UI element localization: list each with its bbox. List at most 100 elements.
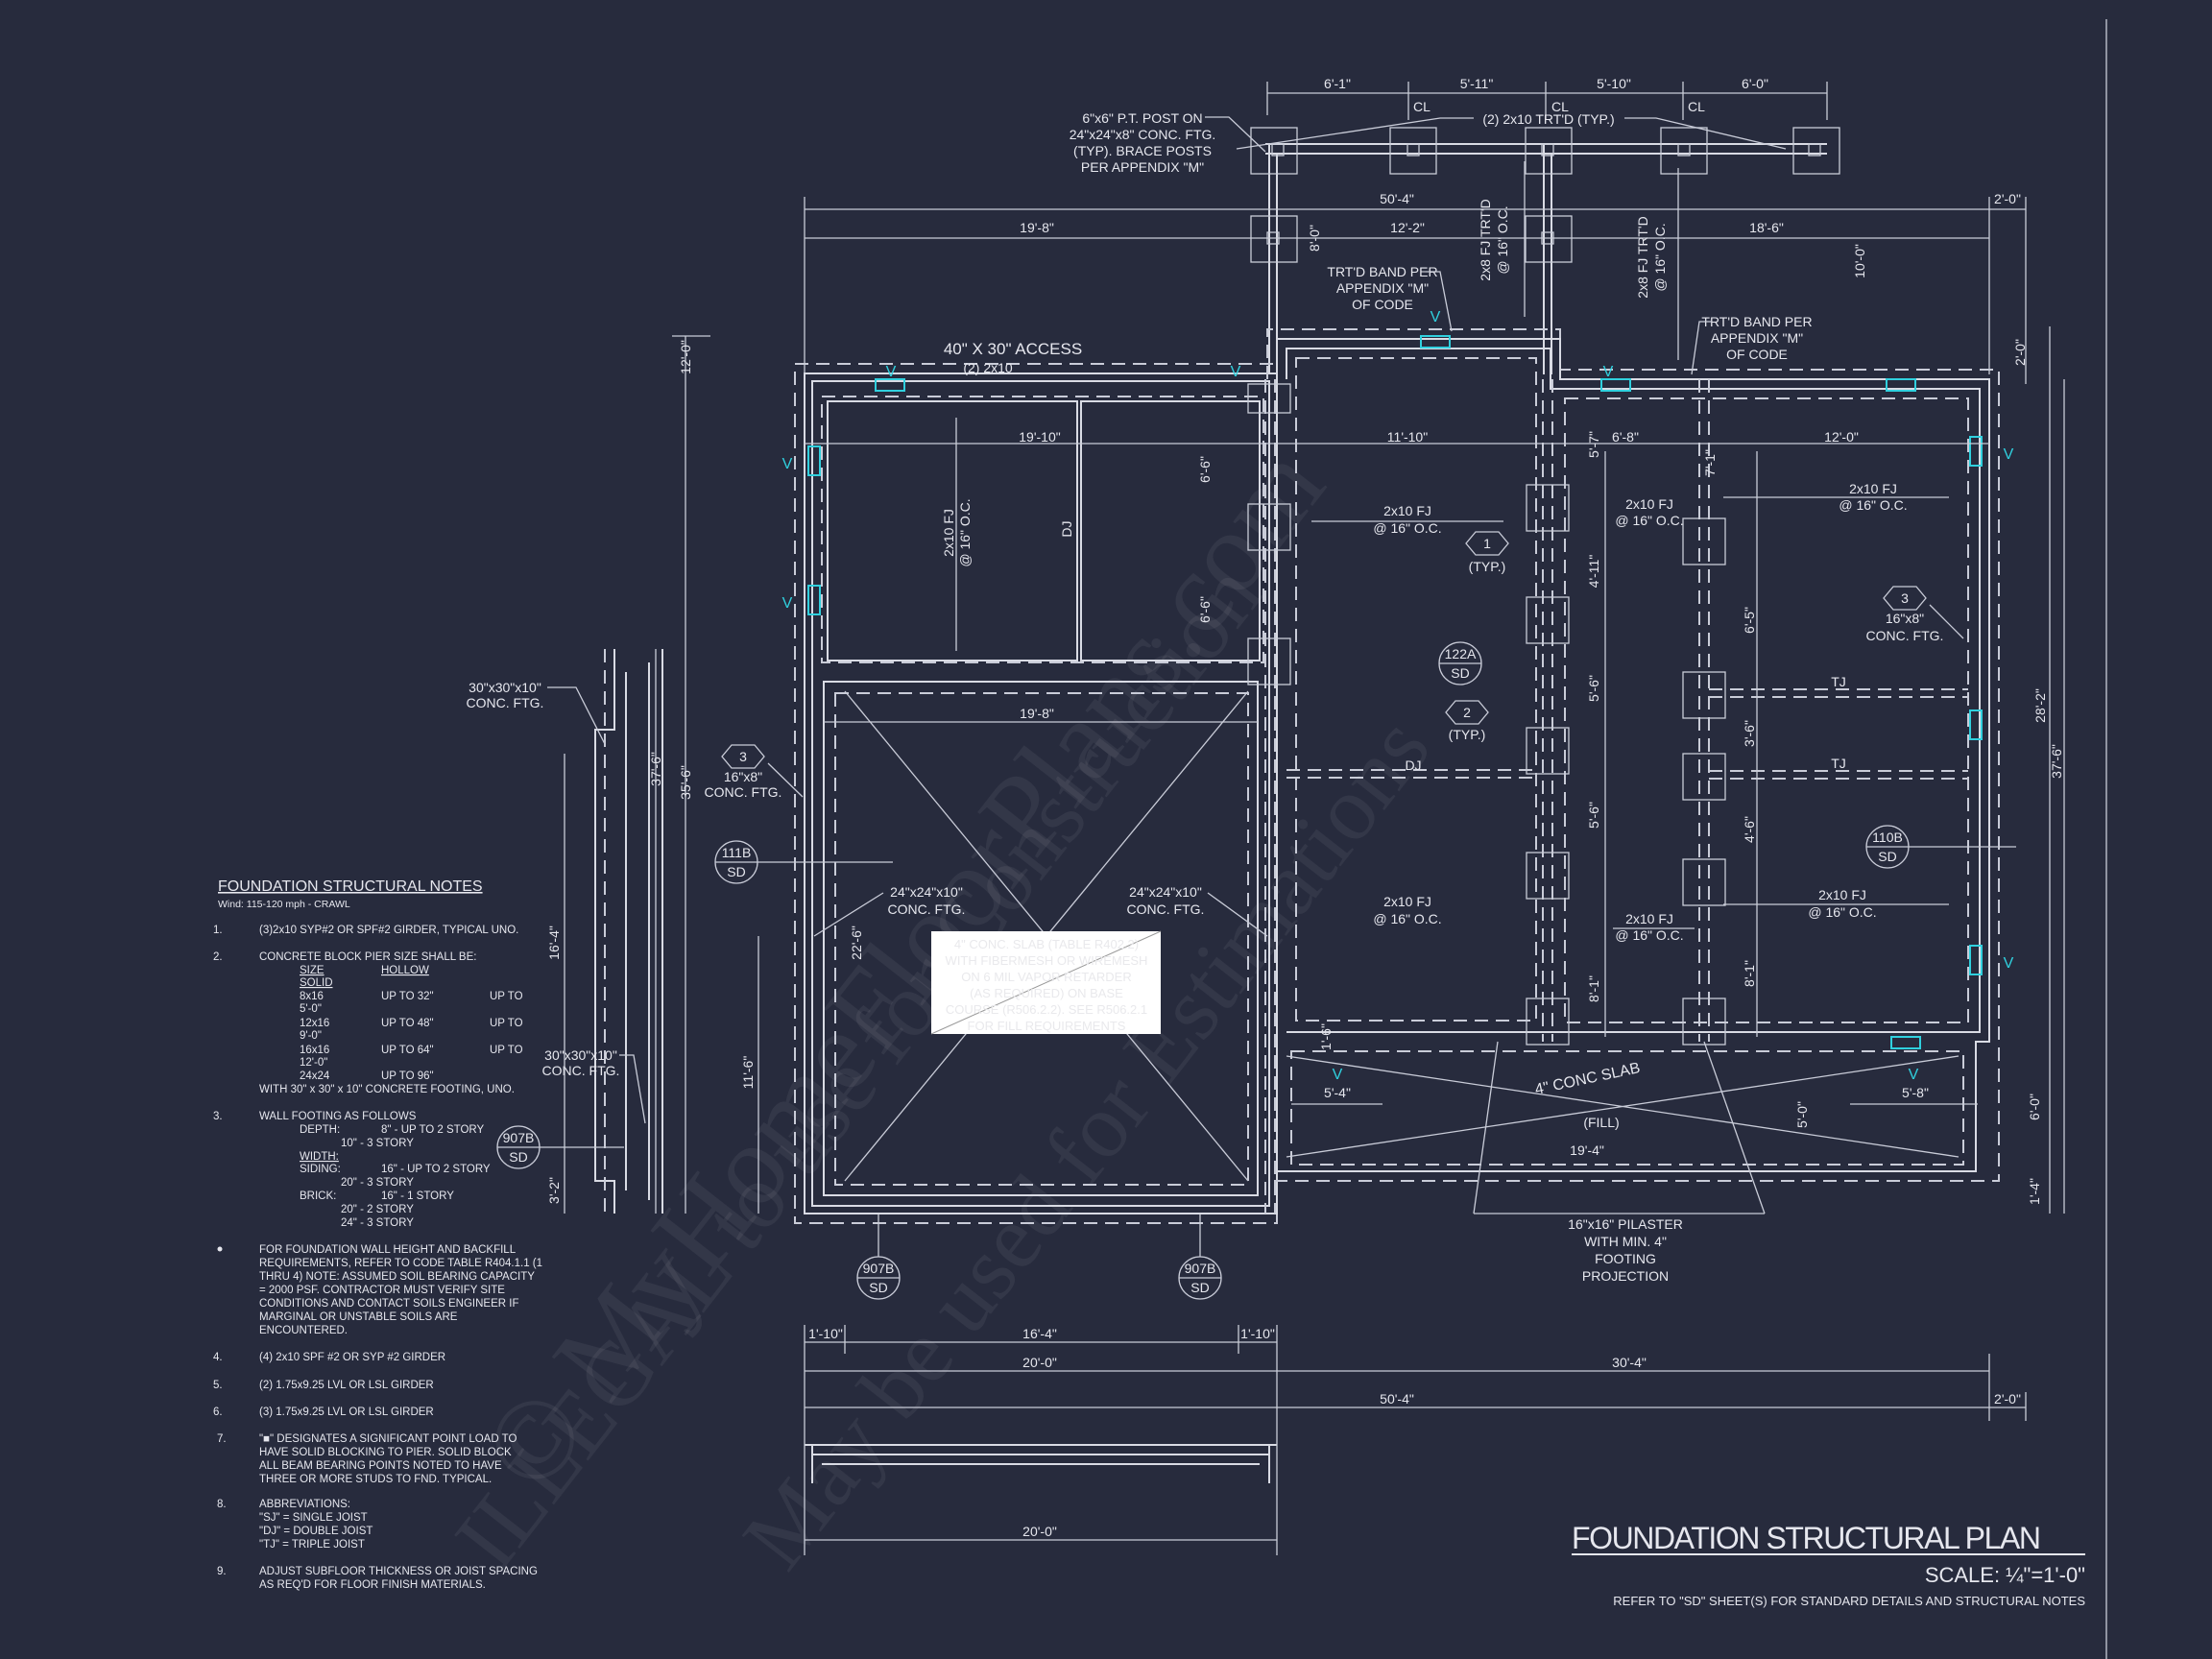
label-dims-top_ext: 2'-0" <box>1994 191 2021 206</box>
label-notes-item8-text: ABBREVIATIONS: <box>259 1499 350 1510</box>
label-notes-item3-brick3: 24" - 3 STORY <box>341 1217 414 1229</box>
label-callouts-typ: (TYP.) <box>1469 559 1506 574</box>
label-callouts-tj: TJ <box>1831 756 1846 771</box>
label-dims-v_4_6: 4'-6" <box>1742 816 1757 843</box>
label-callouts-band-0: TRT'D BAND PER <box>1701 314 1812 329</box>
label-callouts-vent: V <box>782 595 793 612</box>
label-notes-item2-rows-2-size: 16x16 <box>300 1045 329 1056</box>
label-callouts-conc_16-0: 16"x8" <box>1886 611 1924 626</box>
label-notes-item3-width_label: WIDTH: <box>300 1151 339 1163</box>
label-callouts-band-2: OF CODE <box>1726 347 1788 362</box>
label-tags-hex3: 3 <box>739 749 747 764</box>
label-callouts-vent: V <box>2004 446 2014 463</box>
label-dims-slab_mid: 19'-4" <box>1570 1142 1604 1158</box>
label-tags-hex2: 2 <box>1463 705 1471 720</box>
label-dims-overall_top: 50'-4" <box>1380 191 1414 206</box>
label-notes-item1-text: (3)2x10 SYP#2 OR SPF#2 GIRDER, TYPICAL U… <box>259 925 518 936</box>
label-callouts-vent: V <box>2004 955 2014 972</box>
label-dims-porch-2: 5'-10" <box>1597 76 1631 91</box>
label-callouts-fj-0: 2x10 FJ <box>941 509 956 557</box>
label-notes-subtitle: Wind: 115-120 mph - CRAWL <box>218 899 350 910</box>
label-callouts-conc_30-1: CONC. FTG. <box>542 1063 620 1078</box>
label-notes-backfill-3: = 2000 PSF. CONTRACTOR MUST VERIFY SITE <box>259 1285 505 1296</box>
label-callouts-vent: V <box>1333 1067 1343 1083</box>
detail-marker: 907B SD <box>856 1214 901 1300</box>
label-notes-backfill-5: MARGINAL OR UNSTABLE SOILS ARE <box>259 1311 458 1323</box>
label-dims-v_8_1b: 8'-1" <box>1742 960 1757 987</box>
label-dims-v_6_6b: 6'-6" <box>1197 596 1213 623</box>
label-callouts-vent: V <box>1909 1067 1919 1083</box>
label-detail_markers-1-id: 110B <box>1872 830 1903 845</box>
drawing-title: FOUNDATION STRUCTURAL PLAN <box>1572 1521 2042 1555</box>
label-notes-item2-rows-0-hollow: UP TO 32" <box>381 991 434 1002</box>
label-callouts-band-1: APPENDIX "M" <box>1336 280 1429 296</box>
label-callouts-conc_24-0: 24"x24"x10" <box>890 884 963 900</box>
slab-labels: 1'-6" 5'-4" 4" CONC SLAB (FILL) 19'-4" 5… <box>1291 1023 1978 1284</box>
label-dims-bot_overall: 50'-4" <box>1380 1391 1414 1407</box>
label-notes-item7-lines-0: "■" DESIGNATES A SIGNIFICANT POINT LOAD … <box>259 1433 517 1445</box>
label-notes-item2-rows-3-size: 24x24 <box>300 1070 330 1082</box>
label-detail_markers-5-sheet: SD <box>1190 1280 1209 1295</box>
label-callouts-slab_note-4: COURSE (R506.2.2). SEE R506.2.1 <box>946 1002 1147 1017</box>
label-dims-slab_left: 5'-4" <box>1324 1085 1351 1100</box>
label-callouts-conc_24-1: CONC. FTG. <box>888 902 966 917</box>
label-callouts-fj-0: 2x10 FJ <box>1849 481 1897 496</box>
label-callouts-slab_note-1: WITH FIBERMESH OR WIREMESH <box>946 953 1148 968</box>
label-callouts-porch_beam: (2) 2x10 TRT'D (TYP.) <box>1482 111 1614 127</box>
label-callouts-conc_16-1: CONC. FTG. <box>1866 628 1944 643</box>
label-callouts-vent: V <box>1603 364 1614 380</box>
label-notes-item3-depth1: 8" - UP TO 2 STORY <box>381 1124 485 1136</box>
label-dims-v_12_0: 12'-0" <box>678 340 693 374</box>
label-callouts-dj: DJ <box>1059 520 1074 537</box>
label-dims-v_5_6a: 5'-6" <box>1586 675 1601 702</box>
label-dims-porch-1: 5'-11" <box>1460 76 1494 91</box>
bullet-icon <box>217 1246 223 1252</box>
label-dims-cl: CL <box>1688 99 1705 114</box>
label-notes-item7-lines-2: ALL BEAM BEARING POINTS NOTED TO HAVE <box>259 1460 502 1472</box>
foundation-notes: FOUNDATION STRUCTURAL NOTES Wind: 115-12… <box>213 878 542 1591</box>
label-notes-item2-footing: WITH 30" x 30" x 10" CONCRETE FOOTING, U… <box>259 1084 515 1095</box>
label-dims-room4: 12'-0" <box>1824 429 1859 445</box>
label-notes-item2-rows-0-solid_pre: UP TO <box>490 991 523 1002</box>
label-dims-v_1_6: 1'-6" <box>1318 1023 1334 1050</box>
label-callouts-conc_24-0: 24"x24"x10" <box>1129 884 1202 900</box>
label-dims-v_28_2: 28'-2" <box>2032 688 2048 723</box>
label-callouts-band-1: APPENDIX "M" <box>1711 330 1803 346</box>
label-notes-item2-rows-1-hollow: UP TO 48" <box>381 1018 434 1029</box>
label-dims-left_lower: 19'-8" <box>1020 706 1054 721</box>
label-callouts-post-3: PER APPENDIX "M" <box>1081 159 1204 175</box>
label-notes-item9-lines-1: AS REQ'D FOR FLOOR FINISH MATERIALS. <box>259 1579 486 1591</box>
label-notes-backfill-6: ENCOUNTERED. <box>259 1325 348 1336</box>
label-notes-item4-num: 4. <box>213 1352 223 1363</box>
label-notes-item2-num: 2. <box>213 951 223 963</box>
detail-marker: 111B SD <box>714 840 893 884</box>
label-notes-item8-lines-2: "TJ" = TRIPLE JOIST <box>259 1539 365 1551</box>
label-callouts-fj-1: @ 16" O.C. <box>1373 520 1441 536</box>
label-callouts-access_header: (2) 2x10 <box>963 360 1013 375</box>
label-dims-top_right: 18'-6" <box>1749 220 1784 235</box>
label-notes-item5-num: 5. <box>213 1380 223 1391</box>
label-notes-item2-rows-2-solid_pre: UP TO <box>490 1045 523 1056</box>
label-notes-item9-lines-0: ADJUST SUBFLOOR THICKNESS OR JOIST SPACI… <box>259 1566 538 1577</box>
label-callouts-conc_30-0: 30"x30"x10" <box>469 680 541 695</box>
label-notes-item1-num: 1. <box>213 925 223 936</box>
label-detail_markers-1-sheet: SD <box>1878 849 1896 864</box>
label-detail_markers-2-id: 111B <box>722 845 752 860</box>
label-dims-v_11_6: 11'-6" <box>740 1056 756 1090</box>
label-callouts-band-0: TRT'D BAND PER <box>1327 264 1437 279</box>
detail-marker: 907B SD <box>1178 1214 1222 1300</box>
drawing-reference: REFER TO "SD" SHEET(S) FOR STANDARD DETA… <box>1613 1594 2085 1608</box>
plan-labels: 40" X 30" ACCESS (2) 2x10 19'-10" 11'-10… <box>805 340 1989 1037</box>
label-dims-bot_c: 1'-10" <box>1240 1326 1275 1341</box>
label-dims-porch-0: 6'-1" <box>1324 76 1351 91</box>
label-notes-item6-num: 6. <box>213 1407 223 1418</box>
label-notes-backfill-4: CONDITIONS AND CONTACT SOILS ENGINEER IF <box>259 1298 519 1310</box>
label-callouts-pilaster-0: 16"x16" PILASTER <box>1568 1216 1683 1232</box>
detail-marker: 907B SD <box>496 1125 624 1169</box>
label-callouts-band-2: OF CODE <box>1352 297 1413 312</box>
porch <box>1250 127 1840 374</box>
label-notes-backfill-2: THRU 4) NOTE: ASSUMED SOIL BEARING CAPAC… <box>259 1271 535 1283</box>
label-callouts-fj-1: @ 16" O.C. <box>1808 904 1876 920</box>
label-notes-item2-rows-2-hollow: UP TO 64" <box>381 1045 434 1056</box>
